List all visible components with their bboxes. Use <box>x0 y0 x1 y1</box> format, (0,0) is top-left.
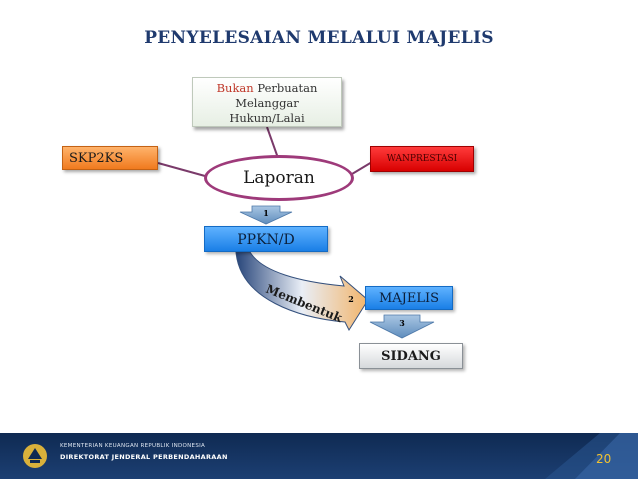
footer-decor <box>545 433 638 479</box>
top-box-line3: Hukum/Lalai <box>229 111 305 125</box>
majelis-box: MAJELIS <box>365 286 453 310</box>
page-title: PENYELESAIAN MELALUI MAJELIS <box>144 28 494 48</box>
connector-left <box>157 162 206 177</box>
curved-arrow <box>235 251 369 332</box>
footer-directorate-text: DIREKTORAT JENDERAL PERBENDAHARAAN <box>60 453 228 461</box>
wanprestasi-box: WANPRESTASI <box>370 146 474 172</box>
footer-ministry-text: KEMENTERIAN KEUANGAN REPUBLIK INDONESIA <box>60 443 206 449</box>
laporan-ellipse: Laporan <box>204 155 354 201</box>
page-number: 20 <box>596 452 612 466</box>
sidang-box: SIDANG <box>359 343 463 369</box>
footer-bar <box>0 433 638 479</box>
ministry-emblem-icon <box>23 444 47 468</box>
step-2-label: 2 <box>348 294 354 304</box>
step-1-label: 1 <box>263 208 269 218</box>
not-unlawful-act-box: Bukan Perbuatan Melanggar Hukum/Lalai <box>192 77 342 127</box>
step-3-arrow <box>369 314 435 339</box>
top-box-line2: Melanggar <box>235 96 299 110</box>
step-3-label: 3 <box>399 318 405 328</box>
skp2ks-box: SKP2KS <box>62 146 158 170</box>
step-1-arrow <box>239 205 293 225</box>
connector-right <box>351 161 373 175</box>
connector-top <box>266 126 279 159</box>
ppkn-box: PPKN/D <box>204 226 328 252</box>
top-box-line1: Perbuatan <box>253 81 318 95</box>
top-box-highlight: Bukan <box>216 81 254 95</box>
